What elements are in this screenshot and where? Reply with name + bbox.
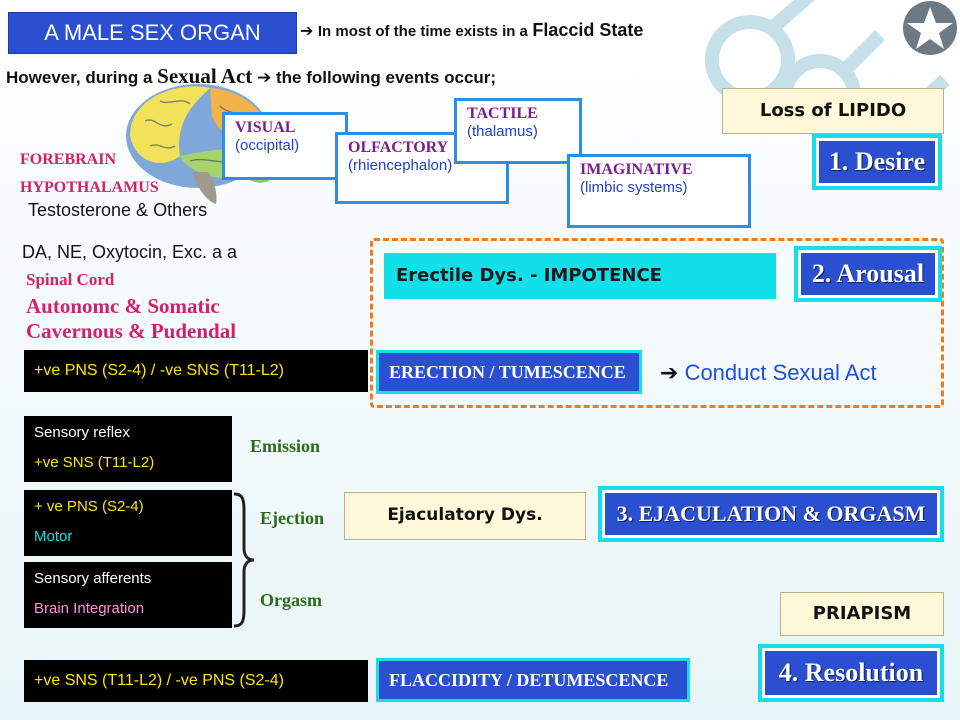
priapism-text: PRIAPISM [812, 603, 912, 624]
intro-text: In most of the time exists in a [317, 23, 528, 40]
flaccidity-box: FLACCIDITY / DETUMESCENCE [376, 658, 690, 702]
title-text: A MALE SEX ORGAN [44, 20, 261, 45]
arrow-icon: ➔ [257, 68, 272, 88]
erection-text: ERECTION / TUMESCENCE [389, 362, 626, 382]
stage-arousal: 2. Arousal [794, 246, 942, 302]
ejection-nerve-box: + ve PNS (S2-4) Motor [24, 490, 232, 556]
emission-label: Emission [250, 436, 321, 456]
nerves-label: Autonomc & Somatic Cavernous & Pudendal [26, 294, 236, 344]
neurotransmitters-label: DA, NE, Oxytocin, Exc. a a [22, 242, 238, 262]
events-prefix: However, during a [6, 68, 153, 87]
hypothalamus-label: HYPOTHALAMUS [20, 179, 159, 196]
events-suffix: the following events occur; [275, 68, 497, 87]
bracket [233, 492, 255, 628]
erectile-dysfunction-box: Erectile Dys. - IMPOTENCE [384, 253, 776, 299]
emission-nerve-box: Sensory reflex +ve SNS (T11-L2) [24, 416, 232, 482]
forebrain-label: FOREBRAIN [20, 151, 117, 168]
ejection-line2: Motor [34, 528, 73, 545]
tactile-box: TACTILE (thalamus) [454, 98, 582, 164]
ejection-line1: + ve PNS (S2-4) [34, 498, 144, 515]
erection-nerve-box: +ve PNS (S2-4) / -ve SNS (T11-L2) [24, 350, 368, 392]
arrow-icon: ➔ [300, 21, 314, 40]
flaccidity-nerve-text: +ve SNS (T11-L2) / -ve PNS (S2-4) [34, 672, 284, 689]
ejaculatory-dysfunction-box: Ejaculatory Dys. [344, 492, 586, 540]
orgasm-nerve-box: Sensory afferents Brain Integration [24, 562, 232, 628]
sexual-act-text: Sexual Act [157, 64, 253, 88]
tactile-sub: (thalamus) [467, 123, 538, 140]
emission-line2: +ve SNS (T11-L2) [34, 454, 155, 471]
flaccidity-nerve-box: +ve SNS (T11-L2) / -ve PNS (S2-4) [24, 660, 368, 702]
conduct-line: ➔ Conduct Sexual Act [660, 360, 877, 386]
olfactory-title: OLFACTORY [348, 139, 449, 156]
stage-resolution-label: 4. Resolution [765, 651, 937, 695]
autonomic-label: Autonomc & Somatic [26, 294, 220, 318]
emission-line1: Sensory reflex [34, 424, 130, 441]
imaginative-box: IMAGINATIVE (limbic systems) [567, 154, 751, 228]
priapism-box: PRIAPISM [780, 592, 944, 636]
erection-box: ERECTION / TUMESCENCE [376, 350, 642, 394]
testosterone-label: Testosterone & Others [28, 200, 208, 220]
loss-of-libido-box: Loss of LIPIDO [722, 88, 944, 134]
stage-ejaculation: 3. EJACULATION & ORGASM [598, 486, 944, 542]
events-line: However, during a Sexual Act ➔ the follo… [6, 64, 496, 89]
imaginative-sub: (limbic systems) [580, 179, 688, 196]
erectile-dysfunction-text: Erectile Dys. - IMPOTENCE [396, 265, 662, 286]
intro-emph: Flaccid State [532, 20, 644, 40]
spinal-cord-label: Spinal Cord [26, 270, 115, 289]
stage-desire-label: 1. Desire [819, 141, 935, 183]
olfactory-sub: (rhiencephalon) [348, 157, 453, 174]
imaginative-title: IMAGINATIVE [580, 161, 693, 178]
erection-nerve-text: +ve PNS (S2-4) / -ve SNS (T11-L2) [34, 362, 284, 379]
visual-sub: (occipital) [235, 137, 300, 154]
arrow-icon: ➔ [660, 361, 679, 386]
star-icon [903, 1, 957, 55]
tactile-title: TACTILE [467, 105, 538, 122]
visual-title: VISUAL [235, 119, 296, 136]
conduct-text: Conduct Sexual Act [684, 360, 877, 385]
loss-of-libido-text: Loss of LIPIDO [759, 100, 907, 121]
intro-line: ➔ In most of the time exists in a Flacci… [300, 20, 643, 41]
arousal-frame [370, 238, 944, 408]
brain-regions-label: FOREBRAIN HYPOTHALAMUS [20, 146, 159, 202]
orgasm-label: Orgasm [260, 590, 322, 610]
flaccidity-text: FLACCIDITY / DETUMESCENCE [389, 670, 669, 690]
cavernous-label: Cavernous & Pudendal [26, 319, 237, 343]
visual-box: VISUAL (occipital) [222, 112, 348, 180]
stage-resolution: 4. Resolution [758, 644, 944, 702]
orgasm-line2: Brain Integration [34, 600, 145, 617]
stage-ejaculation-label: 3. EJACULATION & ORGASM [605, 493, 937, 535]
stage-desire: 1. Desire [812, 134, 942, 190]
stage-arousal-label: 2. Arousal [801, 253, 935, 295]
title-box: A MALE SEX ORGAN [8, 12, 297, 54]
ejection-label: Ejection [260, 508, 324, 528]
ejaculatory-dysfunction-text: Ejaculatory Dys. [387, 505, 543, 525]
orgasm-line1: Sensory afferents [34, 570, 152, 587]
